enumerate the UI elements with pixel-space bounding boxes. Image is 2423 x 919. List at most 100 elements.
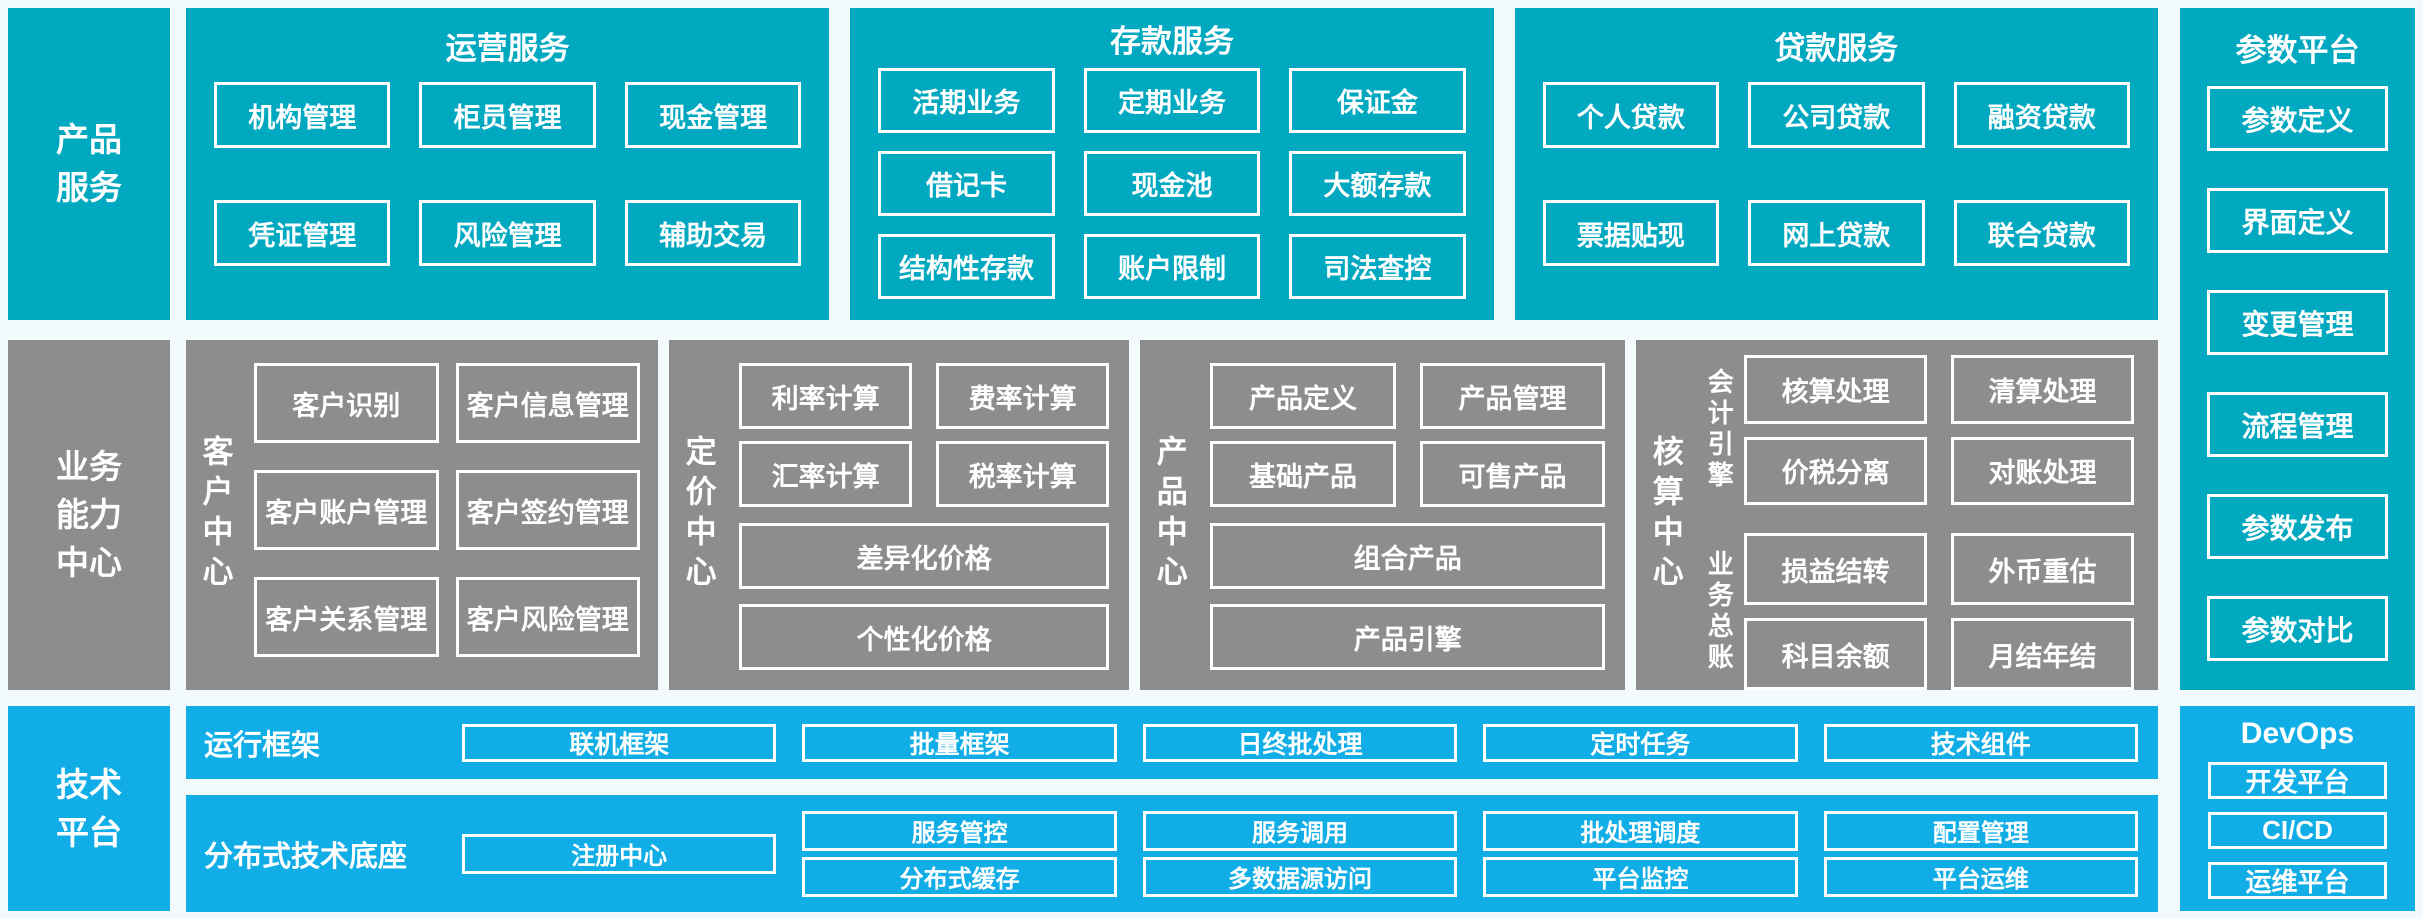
diagram-box: 客户账户管理 <box>254 470 439 550</box>
diagram-box: 价税分离 <box>1744 436 1928 505</box>
diagram-box: 界面定义 <box>2207 188 2388 253</box>
group-accounting-center: 核算中心 会计引擎 核算处理 清算处理 价税分离 对账处理 业务总账 <box>1636 340 2158 690</box>
diagram-box: 月结年结 <box>1951 618 2134 690</box>
group-product-center: 产品中心 产品定义 产品管理 基础产品 可售产品 组合产品 产品引擎 <box>1140 340 1626 690</box>
diagram-box: 运维平台 <box>2208 862 2387 899</box>
diagram-box: 柜员管理 <box>419 82 596 148</box>
rail-label-business-capability-center: 业务 能力 中心 <box>8 340 170 690</box>
diagram-box: 参数发布 <box>2207 494 2388 559</box>
diagram-box: 可售产品 <box>1419 441 1606 507</box>
band-distributed-base: 分布式技术底座 注册中心 服务管控 服务调用 批处理调度 配置管理 分布式缓存 … <box>186 795 2158 912</box>
diagram-box: 服务调用 <box>1142 810 1458 851</box>
diagram-box: 大额存款 <box>1289 151 1466 216</box>
product-services-band: 运营服务 机构管理 柜员管理 现金管理 凭证管理 风险管理 辅助交易 存款服务 … <box>186 8 2158 320</box>
main-area: 运营服务 机构管理 柜员管理 现金管理 凭证管理 风险管理 辅助交易 存款服务 … <box>186 8 2158 912</box>
diagram-box: 分布式缓存 <box>802 856 1117 897</box>
diagram-box: 基础产品 <box>1210 441 1396 507</box>
diagram-box: CI/CD <box>2208 812 2387 849</box>
rail-label-tech-platform: 技术 平台 <box>8 706 170 911</box>
diagram-box-registry-center: 注册中心 <box>462 833 777 874</box>
group-title: 运营服务 <box>445 30 570 66</box>
diagram-box: 费率计算 <box>936 363 1110 429</box>
group-title: 贷款服务 <box>1774 30 1899 66</box>
diagram-box: 个人贷款 <box>1542 82 1720 148</box>
box-row: 机构管理 柜员管理 现金管理 <box>214 82 802 148</box>
diagram-box: 辅助交易 <box>624 200 802 266</box>
diagram-box: 公司贷款 <box>1748 82 1925 148</box>
panel-title: 参数平台 <box>2235 32 2360 68</box>
diagram-box: 组合产品 <box>1210 523 1606 589</box>
section-vertical-label: 业务总账 <box>1704 549 1735 674</box>
group-title: 存款服务 <box>1109 23 1234 59</box>
diagram-box: 现金池 <box>1083 151 1261 216</box>
diagram-box: 开发平台 <box>2208 762 2387 799</box>
diagram-box: 风险管理 <box>419 200 596 266</box>
group-customer-center: 客户中心 客户识别 客户信息管理 客户账户管理 客户签约管理 客户关系管理 客户… <box>186 340 659 690</box>
group-vertical-label: 核算中心 <box>1647 435 1683 595</box>
panel-title: DevOps <box>2240 717 2355 750</box>
box-grid: 客户识别 客户信息管理 客户账户管理 客户签约管理 客户关系管理 客户风险管理 <box>244 340 658 690</box>
group-operation-services: 运营服务 机构管理 柜员管理 现金管理 凭证管理 风险管理 辅助交易 <box>186 8 830 320</box>
diagram-box: 客户签约管理 <box>455 470 641 550</box>
diagram-box: 核算处理 <box>1744 355 1928 424</box>
group-pricing-center: 定价中心 利率计算 费率计算 汇率计算 税率计算 差异化价格 个性化价格 <box>669 340 1130 690</box>
business-capability-band: 客户中心 客户识别 客户信息管理 客户账户管理 客户签约管理 客户关系管理 客户… <box>186 340 2158 690</box>
box-row: 凭证管理 风险管理 辅助交易 <box>214 200 802 266</box>
diagram-box: 差异化价格 <box>739 523 1110 589</box>
diagram-box: 技术组件 <box>1823 723 2138 762</box>
group-vertical-label: 客户中心 <box>197 435 233 595</box>
diagram-box: 科目余额 <box>1744 618 1928 690</box>
band-runtime-framework: 运行框架 联机框架 批量框架 日终批处理 定时任务 技术组件 <box>186 706 2158 779</box>
group-vertical-label: 定价中心 <box>680 435 716 595</box>
diagram-box: 平台监控 <box>1483 856 1798 897</box>
left-rail: 产品 服务 业务 能力 中心 技术 平台 <box>8 8 170 911</box>
panel-parameter-platform: 参数平台 参数定义 界面定义 变更管理 流程管理 参数发布 参数对比 <box>2180 8 2415 690</box>
diagram-box: 外币重估 <box>1951 533 2134 605</box>
diagram-box: 批量框架 <box>802 723 1117 762</box>
rail-label-product-services: 产品 服务 <box>8 8 170 320</box>
diagram-box: 批处理调度 <box>1483 810 1798 851</box>
diagram-box: 产品引擎 <box>1210 604 1606 670</box>
diagram-box: 多数据源访问 <box>1142 856 1458 897</box>
box-grid: 损益结转 外币重估 科目余额 月结年结 <box>1744 533 2134 690</box>
diagram-box: 汇率计算 <box>739 441 913 507</box>
diagram-box: 利率计算 <box>739 363 913 429</box>
box-row: 结构性存款 账户限制 司法查控 <box>878 234 1466 299</box>
diagram-box: 现金管理 <box>624 82 802 148</box>
diagram-box: 损益结转 <box>1744 533 1928 605</box>
diagram-box: 个性化价格 <box>739 604 1110 670</box>
diagram-box: 网上贷款 <box>1748 200 1925 266</box>
band-label: 分布式技术底座 <box>204 840 408 873</box>
diagram-box: 保证金 <box>1289 68 1466 133</box>
diagram-box: 日终批处理 <box>1142 723 1458 762</box>
diagram-box: 融资贷款 <box>1953 82 2130 148</box>
diagram-box: 产品定义 <box>1210 363 1396 429</box>
diagram-box: 配置管理 <box>1823 810 2138 851</box>
diagram-box: 客户风险管理 <box>455 577 641 657</box>
section-business-ledger: 业务总账 损益结转 外币重估 科目余额 月结年结 <box>1694 533 2134 690</box>
right-rail: 参数平台 参数定义 界面定义 变更管理 流程管理 参数发布 参数对比 DevOp… <box>2180 8 2415 911</box>
diagram-box: 凭证管理 <box>214 200 391 266</box>
diagram-box: 清算处理 <box>1951 355 2134 424</box>
box-grid: 核算处理 清算处理 价税分离 对账处理 <box>1744 355 2134 505</box>
box-row: 个人贷款 公司贷款 融资贷款 <box>1542 82 2130 148</box>
box-row: 借记卡 现金池 大额存款 <box>878 151 1466 216</box>
diagram-box: 流程管理 <box>2207 392 2388 457</box>
diagram-box: 司法查控 <box>1289 234 1466 299</box>
diagram-box: 机构管理 <box>214 82 391 148</box>
diagram-box: 税率计算 <box>936 441 1110 507</box>
diagram-box: 结构性存款 <box>878 234 1055 299</box>
diagram-box: 联合贷款 <box>1953 200 2130 266</box>
diagram-box: 平台运维 <box>1823 856 2138 897</box>
diagram-box: 产品管理 <box>1419 363 1606 429</box>
group-vertical-label: 产品中心 <box>1151 435 1187 595</box>
diagram-box: 账户限制 <box>1083 234 1261 299</box>
box-grid: 利率计算 费率计算 汇率计算 税率计算 差异化价格 个性化价格 <box>727 340 1129 690</box>
diagram-box: 票据贴现 <box>1542 200 1720 266</box>
half-box-grid: 产品定义 产品管理 基础产品 可售产品 <box>1210 363 1606 507</box>
group-loan-services: 贷款服务 个人贷款 公司贷款 融资贷款 票据贴现 网上贷款 联合贷款 <box>1514 8 2158 320</box>
half-box-grid: 利率计算 费率计算 汇率计算 税率计算 <box>739 363 1110 507</box>
diagram-box: 参数对比 <box>2207 596 2388 661</box>
box-grid: 产品定义 产品管理 基础产品 可售产品 组合产品 产品引擎 <box>1198 340 1625 690</box>
